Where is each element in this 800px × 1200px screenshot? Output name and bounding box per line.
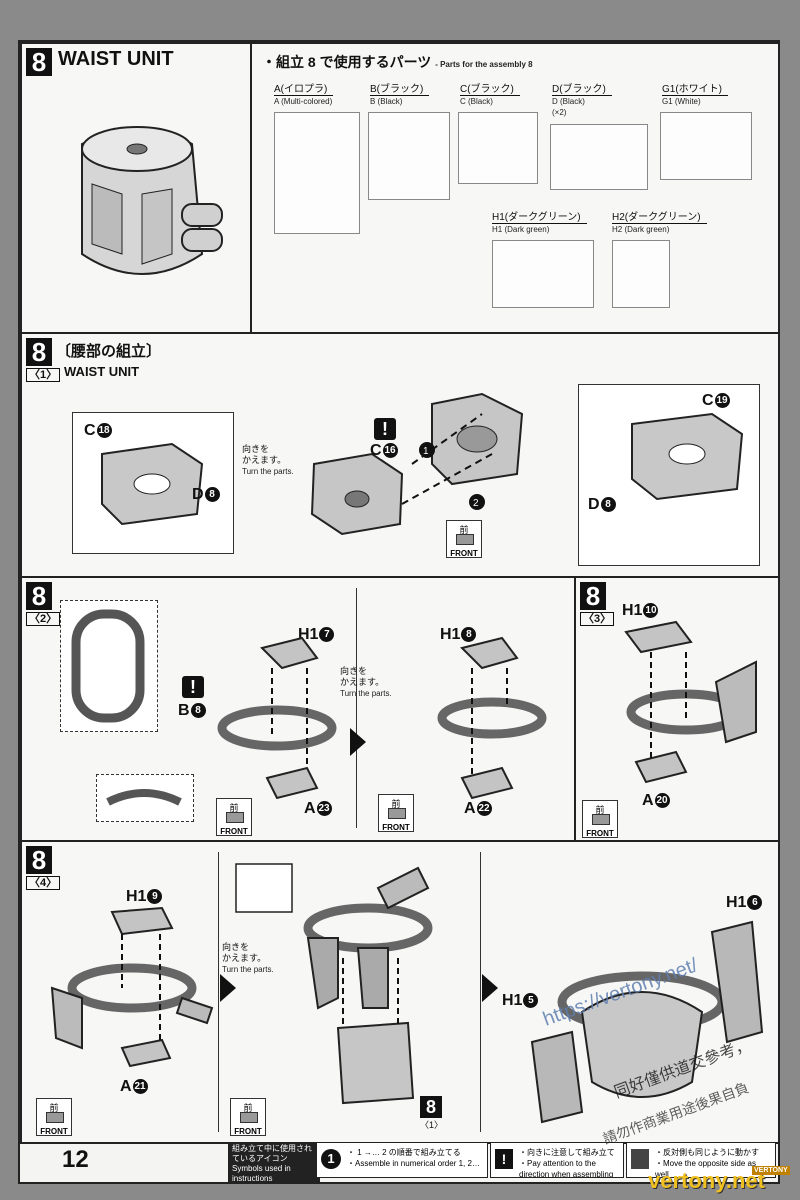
parts-list-panel: ・組立 8 で使用するパーツ - Parts for the assembly … (250, 42, 780, 334)
runner-a (274, 112, 360, 234)
waist-frame-assembly: 1 2 (310, 392, 524, 536)
runner-h2-label: H2(ダークグリーン)H2 (Dark green) (612, 212, 707, 235)
assembly-4b-illustration (235, 863, 433, 1105)
assembly-4c-illustration (530, 920, 764, 1124)
svg-text:1: 1 (423, 446, 429, 457)
runner-c (458, 112, 538, 184)
vertony-logo: vertony.net (648, 1168, 765, 1193)
attention-icon-2: ! (182, 676, 204, 698)
attention-legend: ! ・向きに注意して組み立て・Pay attention to the dire… (490, 1142, 624, 1178)
bar-illustration (106, 789, 182, 806)
part-c18-illustration (101, 442, 204, 526)
part-c19-illustration (631, 412, 744, 501)
attention-icon-1: ! (374, 418, 396, 440)
runner-b (368, 112, 450, 200)
next-arrow-4b (482, 974, 498, 1002)
divider-2 (356, 588, 357, 828)
section-3-badge: 8 (580, 582, 606, 610)
page-number: 12 (62, 1146, 89, 1173)
section-4-substep: 〈4〉 (26, 876, 61, 890)
runner-g1 (660, 112, 752, 180)
runner-b-label: B(ブラック)B (Black) (370, 84, 430, 107)
assembly-3-illustration (624, 620, 757, 784)
section-2-badge: 8 (26, 582, 52, 610)
runner-g1-label: G1(ホワイト)G1 (White) (662, 84, 728, 107)
reference-8-1: 8 〈1〉 (420, 1096, 444, 1131)
runner-h2 (612, 240, 670, 308)
turn-label-2: 向きをかえます。Turn the parts. (340, 666, 392, 698)
section-1-badge: 8 (26, 338, 52, 366)
reference-sub: 〈1〉 (420, 1120, 444, 1130)
turn-label-1: 向きをかえます。Turn the parts. (242, 444, 294, 476)
assembly-2b-illustration (437, 636, 547, 800)
section-1-substep: 〈1〉 (26, 368, 61, 382)
runner-d (550, 124, 648, 190)
parts-heading-text: ・組立 8 で使用するパーツ (262, 54, 432, 70)
waist-unit-illustration (81, 126, 223, 275)
section-2-substep: 〈2〉 (26, 612, 61, 626)
section-3-substep: 〈3〉 (580, 612, 615, 626)
runner-d-label: D(ブラック)D (Black)(×2) (552, 84, 612, 118)
assembly-2a-illustration (217, 636, 337, 800)
next-arrow-4a (220, 974, 236, 1002)
divider-4a (218, 852, 219, 1132)
attention-legend-icon: ! (495, 1149, 513, 1169)
runner-h1 (492, 240, 594, 308)
opposite-legend: ・反対側も同じように動かす・Move the opposite side as … (626, 1142, 776, 1178)
svg-text:2: 2 (473, 498, 479, 509)
turn-label-4: 向きをかえます。Turn the parts. (222, 942, 274, 974)
order-icon: 1 (321, 1149, 341, 1169)
parts-heading: ・組立 8 で使用するパーツ - Parts for the assembly … (262, 52, 533, 72)
runner-h1-label: H1(ダークグリーン)H1 (Dark green) (492, 212, 587, 235)
vertony-badge: VERTONY (752, 1166, 790, 1175)
order-legend: 1 ・ 1 →… 2 の順番で組み立てる・Assemble in numeric… (316, 1142, 488, 1178)
divider-4b (480, 852, 481, 1132)
assembly-4a-illustration (50, 906, 214, 1068)
next-arrow-2 (350, 728, 366, 756)
section-4-badge: 8 (26, 846, 52, 874)
reference-badge: 8 (420, 1096, 442, 1118)
frame-loop-illustration (71, 609, 145, 723)
instruction-sheet: 8 WAIST UNIT ・組立 8 で使用するパーツ - Parts for … (18, 40, 780, 1184)
opposite-legend-icon (631, 1149, 649, 1169)
section-1-title-en: WAIST UNIT (64, 364, 140, 379)
runner-c-label: C(ブラック)C (Black) (460, 84, 520, 107)
runner-a-label: A(イロプラ)A (Multi-colored) (274, 84, 334, 106)
step-number-badge: 8 (26, 48, 52, 76)
section-1-title-jp: 〔腰部の組立〕 (56, 343, 162, 360)
step-title: WAIST UNIT (58, 48, 174, 70)
step-header-panel: 8 WAIST UNIT (20, 42, 254, 334)
parts-heading-en: - Parts for the assembly 8 (435, 60, 533, 69)
